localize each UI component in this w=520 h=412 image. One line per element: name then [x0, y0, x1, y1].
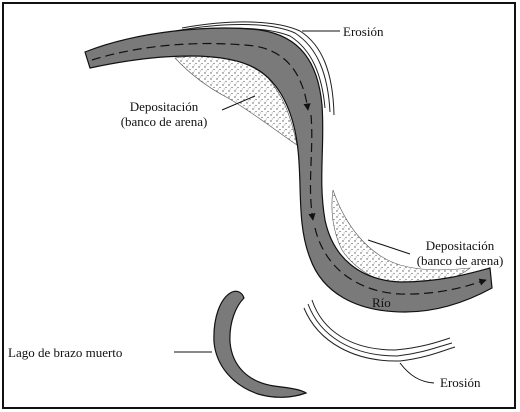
deposition-right-line2: (banco de arena) — [404, 253, 516, 268]
oxbow-lake — [214, 291, 306, 397]
deposition-left-line1: Depositación — [104, 99, 224, 114]
deposition-label-left: Depositación (banco de arena) — [104, 99, 224, 129]
river-label: Río — [372, 295, 391, 310]
river-channel — [85, 28, 492, 312]
deposition-left-line2: (banco de arena) — [104, 114, 224, 129]
deposition-right-line1: Depositación — [404, 238, 516, 253]
deposition-label-right: Depositación (banco de arena) — [404, 238, 516, 268]
oxbow-lake-label: Lago de brazo muerto — [8, 345, 122, 360]
erosion-label-top: Erosión — [343, 24, 383, 39]
erosion-label-bottom: Erosión — [440, 375, 480, 390]
